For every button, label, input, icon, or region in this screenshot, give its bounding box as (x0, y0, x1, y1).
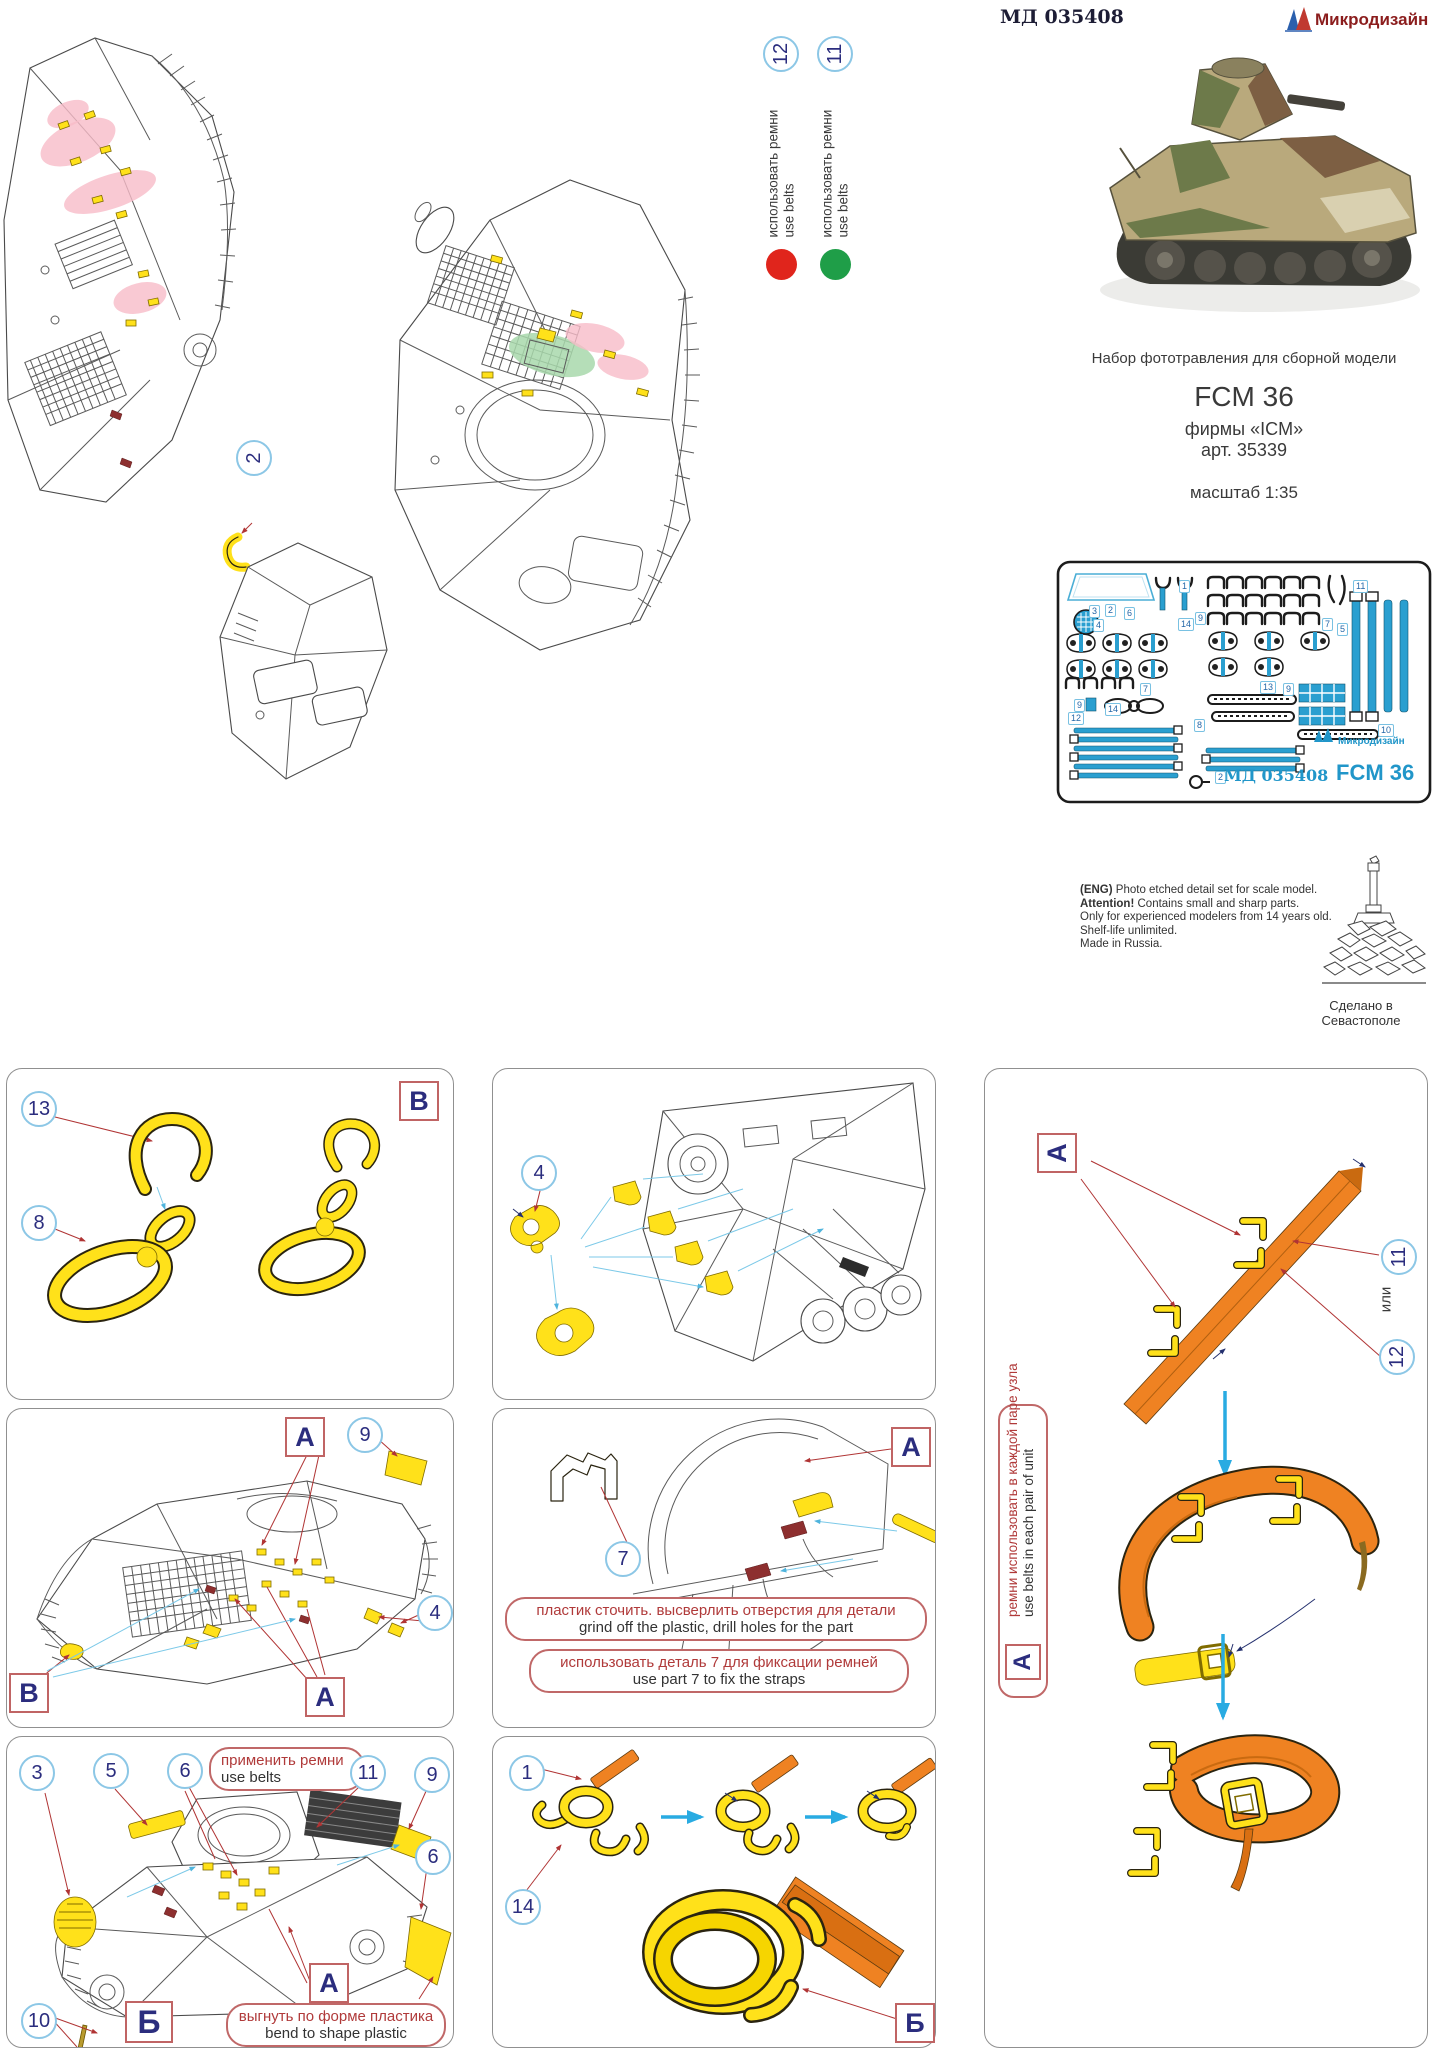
callout-8: 8 (21, 1205, 57, 1241)
label-v-corner: В (399, 1081, 439, 1121)
fret-part-tag: 10 (1378, 724, 1395, 737)
fret-part-tag: 7 (1140, 683, 1152, 696)
fret-part-tag: 13 (1260, 681, 1277, 694)
callout-7: 7 (605, 1541, 641, 1577)
label-b: Б (125, 2001, 173, 2043)
fret-part-tag: 9 (1283, 683, 1295, 696)
label-a-belts-top: А (1037, 1133, 1077, 1173)
callout-6b: 6 (415, 1839, 451, 1875)
fret-name: FCM 36 (1336, 760, 1415, 785)
product-name: FCM 36 (1194, 381, 1294, 412)
callout-4b: 4 (521, 1155, 557, 1191)
label-a-hatch: А (891, 1427, 931, 1467)
label-a-belts-bottom: А (1005, 1644, 1041, 1680)
panel-hatch: 7 А пластик сточить. высверлить отверсти… (492, 1408, 942, 1728)
eng-note: (ENG) Photo etched detail set for scale … (1080, 884, 1332, 950)
callout-13: 13 (21, 1091, 57, 1127)
fret-part-tag: 11 (1353, 580, 1369, 593)
product-intro: Набор фототравления для сборной модели (1091, 350, 1397, 367)
panel-belts-art (1080, 1158, 1382, 1892)
callout-9b: 9 (414, 1757, 450, 1793)
fret-part-tag: 5 (1337, 623, 1349, 636)
legend-dot-green (820, 249, 851, 280)
panel-buckle: 1 14 Б (492, 1736, 937, 2048)
cab-piece-drawing (219, 522, 388, 780)
panel-topview-art (36, 1430, 438, 1685)
fret-part-tag: 9 (1195, 612, 1207, 625)
callout-step-2: 2 (236, 440, 272, 476)
fret-part-tag: 14 (1178, 618, 1195, 631)
label-b-buckle: Б (895, 2003, 935, 2043)
panel-chassis-art (510, 1082, 926, 1362)
note-grind: пластик сточить. высверлить отверстия дл… (505, 1597, 927, 1641)
product-article: арт. 35339 (1201, 440, 1287, 460)
legend-dot-red (766, 249, 797, 280)
product-block: Набор фототравления для сборной модели F… (1056, 350, 1432, 503)
brand-logo: Микродизайн (1283, 4, 1432, 34)
callout-12b: 12 (1379, 1339, 1415, 1375)
label-a-top: А (285, 1417, 325, 1457)
callout-11: 11 (350, 1755, 386, 1791)
callout-5: 5 (93, 1753, 129, 1789)
brand-name: Микродизайн (1315, 10, 1429, 29)
panel-hooks-art (47, 1112, 381, 1323)
callout-10: 10 (21, 2003, 57, 2039)
monument-drawing (1322, 855, 1427, 984)
panel-hooks: 13 8 В (6, 1068, 454, 1400)
panel-topview: А 9 4 В А (6, 1408, 454, 1728)
panel-belts: А 11 или 12 ремни использовать в каждой … (984, 1068, 1428, 2048)
legend-callout-11: 11 (817, 36, 853, 72)
fret-part-tag: 9 (1074, 699, 1086, 712)
fret-part-tag: 3 (1089, 605, 1101, 618)
hull-top-center-drawing (394, 179, 700, 651)
note-belts-pair: ремни использовать в каждой паре узла us… (998, 1363, 1048, 1698)
fret-part-tag: 7 (1322, 618, 1334, 631)
label-a: А (309, 1963, 349, 2003)
product-scale: масштаб 1:35 (1190, 483, 1298, 502)
callout-3: 3 (19, 1755, 55, 1791)
product-company: фирмы «ICM» (1184, 419, 1304, 439)
callout-4: 4 (417, 1595, 453, 1631)
fret-part-tag: 2 (1105, 604, 1117, 617)
label-a-bottom: А (305, 1677, 345, 1717)
callout-6: 6 (167, 1753, 203, 1789)
sheet-code: МД 035408 (1000, 6, 1124, 28)
fret-part-tag: 12 (1068, 712, 1085, 725)
callout-1: 1 (509, 1755, 545, 1791)
fret-part-tag: 4 (1093, 619, 1105, 632)
hull-top-left-drawing (3, 37, 237, 503)
legend-callout-12: 12 (763, 36, 799, 72)
fret-brand: Микродизайн (1338, 736, 1405, 747)
fret-part-tag: 14 (1105, 703, 1122, 716)
fret-code: МД 035408 (1224, 766, 1329, 785)
callout-14: 14 (505, 1889, 541, 1925)
fret-part-tag: 6 (1124, 607, 1136, 620)
brand-sails-icon (1285, 7, 1312, 32)
fret-art (1056, 560, 1432, 804)
fret-part-tag: 8 (1194, 719, 1206, 732)
label-v: В (9, 1673, 49, 1713)
note-fix-straps: использовать деталь 7 для фиксации ремне… (529, 1649, 909, 1693)
tank-photo (1100, 57, 1420, 312)
fret-part-tag: 1 (1179, 580, 1191, 593)
callout-9: 9 (347, 1417, 383, 1453)
or-label: или (1377, 1286, 1395, 1313)
panel-buckle-art (522, 1749, 937, 2023)
fret-part-tag: 2 (1215, 771, 1227, 784)
panel-chassis: 4 (492, 1068, 936, 1400)
made-in-caption: Сделано в Севастополе (1321, 998, 1401, 1028)
callout-11b: 11 (1381, 1239, 1417, 1275)
